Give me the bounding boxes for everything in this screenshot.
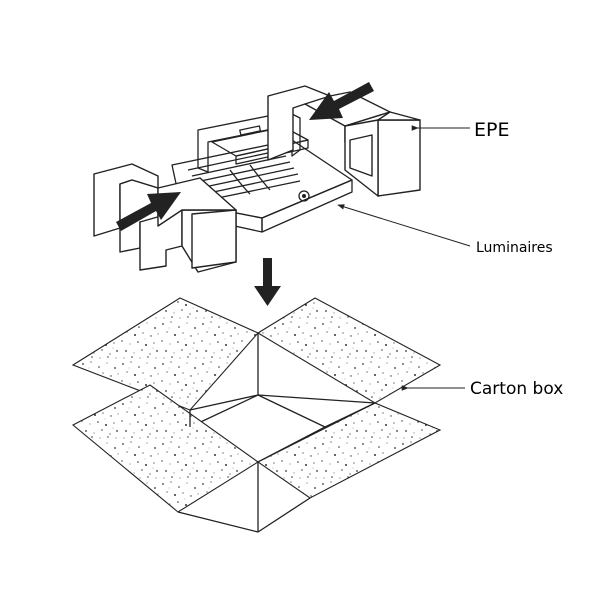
epe-block-left (93, 163, 237, 273)
carton-flap-back-right (256, 297, 442, 404)
carton-inner-left (189, 394, 259, 411)
carton-box-label: Carton box (470, 379, 563, 399)
bracket-knob (298, 190, 310, 202)
carton-flap-front-left (72, 384, 259, 513)
down-arrow-icon (254, 258, 281, 306)
carton-inner-right (257, 394, 376, 404)
carton-edge-right (324, 402, 376, 428)
luminaires-leader-line (337, 204, 471, 247)
push-arrow-right-icon (309, 82, 374, 120)
carton-flap-back-left (71, 297, 259, 411)
carton-flap-front-right (256, 402, 442, 499)
carton-edge-bottom (177, 497, 311, 533)
luminaire-heat-sink (187, 149, 301, 201)
luminaires-label: Luminaires (476, 240, 553, 256)
push-arrow-left-icon (116, 192, 181, 231)
carton-box (71, 297, 442, 533)
epe-label: EPE (474, 119, 509, 141)
